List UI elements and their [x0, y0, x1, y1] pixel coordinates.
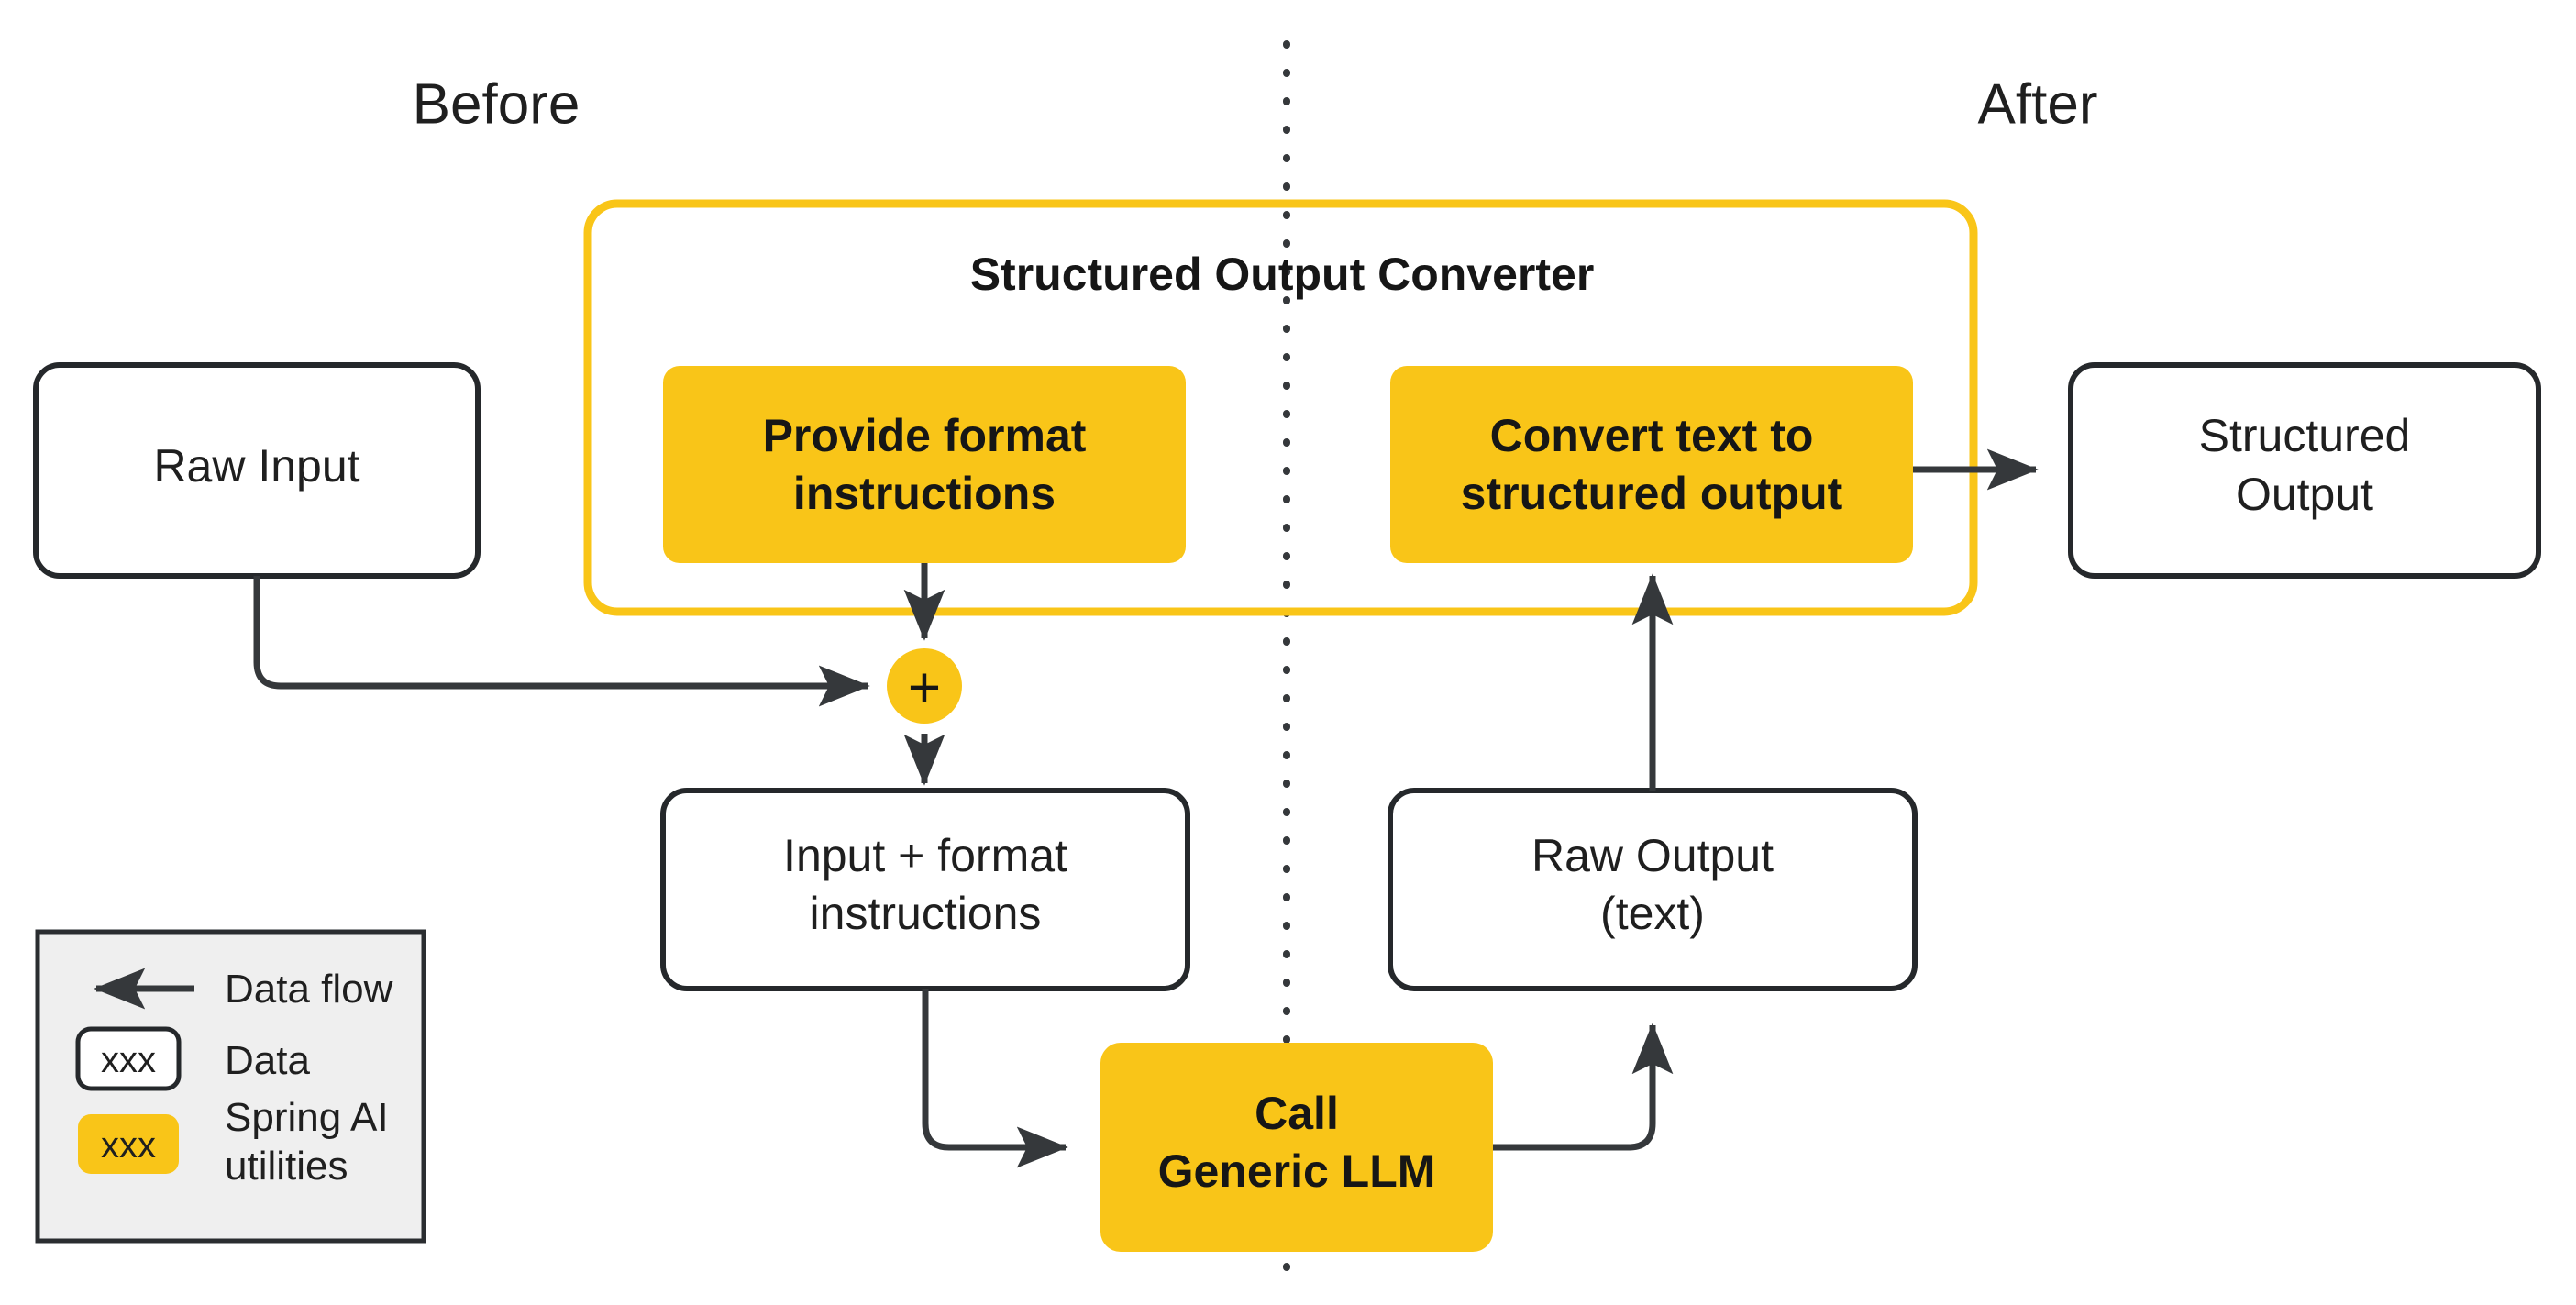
node-provide-format-instructions[interactable]: Provide format instructions — [663, 366, 1186, 563]
convert-text-box — [1390, 366, 1913, 563]
call-generic-llm-line2: Generic LLM — [1158, 1145, 1436, 1197]
legend-swatch-data-box — [75, 1026, 182, 1091]
flow-input-format-to-llm — [922, 989, 1068, 1168]
provide-format-instructions-line1: Provide format — [763, 410, 1087, 461]
converter-title: Structured Output Converter — [970, 249, 1595, 300]
legend-label-spring-ai-line2: utilities — [225, 1144, 348, 1189]
flow-llm-to-raw-output — [1493, 1023, 1674, 1151]
node-input-plus-format-instructions[interactable]: Input + format instructions — [660, 788, 1190, 991]
input-plus-format-line2: instructions — [810, 888, 1042, 939]
merge-node-circle — [887, 648, 962, 724]
provide-format-instructions-line2: instructions — [793, 468, 1056, 519]
structured-output-line2: Output — [2236, 469, 2373, 520]
structured-output-line1: Structured — [2199, 410, 2411, 461]
legend-label-data: Data — [225, 1038, 310, 1083]
phase-label-after: After — [1978, 72, 2098, 136]
legend-item-data-flow: Data flow — [94, 967, 393, 1012]
flow-raw-input-to-merge — [253, 576, 870, 707]
legend-label-spring-ai-line1: Spring AI — [225, 1095, 389, 1140]
convert-text-line2: structured output — [1461, 468, 1843, 519]
convert-text-line1: Convert text to — [1490, 410, 1814, 461]
structured-output-converter-container — [583, 199, 1978, 616]
legend-swatch-util-box — [78, 1114, 179, 1174]
node-raw-input[interactable]: Raw Input — [33, 362, 481, 579]
node-convert-text-to-structured-output[interactable]: Convert text to structured output — [1390, 366, 1913, 563]
raw-output-line1: Raw Output — [1531, 830, 1774, 881]
call-generic-llm-box — [1100, 1043, 1493, 1252]
legend-label-data-flow: Data flow — [225, 967, 393, 1012]
legend-item-spring-ai-utilities: xxx Spring AI utilities — [78, 1095, 389, 1189]
structured-output-box — [2068, 362, 2541, 579]
legend-item-data: xxx Data — [75, 1026, 310, 1091]
raw-input-label: Raw Input — [153, 440, 359, 492]
provide-format-instructions-box — [663, 366, 1186, 563]
legend-swatch-data-text: xxx — [101, 1040, 156, 1080]
legend-swatch-util-text: xxx — [101, 1125, 156, 1166]
node-call-generic-llm[interactable]: Call Generic LLM — [1100, 1043, 1493, 1252]
merge-node[interactable]: + — [887, 648, 962, 724]
call-generic-llm-line1: Call — [1255, 1088, 1339, 1139]
merge-node-plus-icon: + — [908, 657, 941, 720]
node-raw-output[interactable]: Raw Output (text) — [1388, 788, 1918, 991]
phase-label-before: Before — [413, 72, 580, 136]
input-plus-format-line1: Input + format — [783, 830, 1067, 881]
legend: Data flow xxx Data xxx Spring AI utiliti… — [35, 929, 426, 1244]
raw-output-line2: (text) — [1600, 888, 1705, 939]
node-structured-output[interactable]: Structured Output — [2068, 362, 2541, 579]
